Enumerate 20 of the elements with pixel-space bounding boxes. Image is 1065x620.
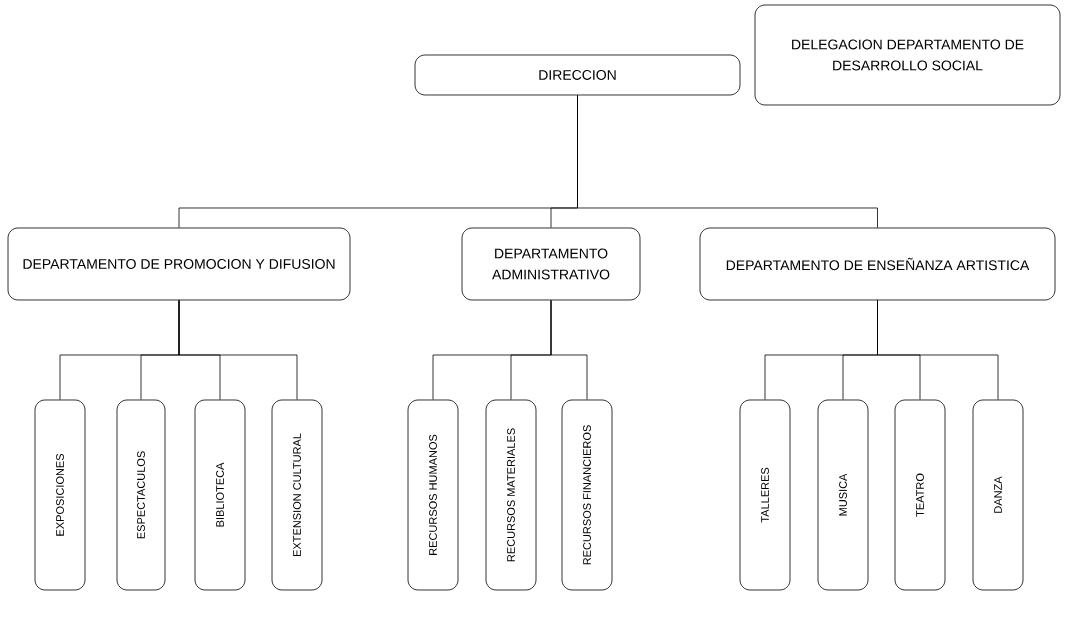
department-box: DEPARTAMENTO DE ENSEÑANZA ARTISTICA [699, 227, 1056, 301]
department-box: DEPARTAMENTO ADMINISTRATIVO [461, 227, 641, 301]
connector-line [577, 95, 878, 228]
department-unit-box: RECURSOS FINANCIEROS [561, 399, 613, 591]
department-unit-box: EXTENSION CULTURAL [271, 399, 323, 591]
department-unit-box: MUSICA [817, 399, 869, 591]
department-unit-box: TALLERES [739, 399, 791, 591]
connector-line [877, 300, 999, 400]
department-unit-box: DANZA [972, 399, 1024, 591]
department-unit-box: BIBLIOTECA [194, 399, 246, 591]
department-unit-box: EXPOSICIONES [34, 399, 86, 591]
department-unit-box: ESPECTACULOS [116, 399, 166, 591]
department-box: DEPARTAMENTO DE PROMOCION Y DIFUSION [7, 227, 351, 301]
connector-line [178, 300, 298, 400]
department-unit-box: RECURSOS MATERIALES [485, 399, 537, 591]
connector-line [550, 300, 588, 400]
department-box: DELEGACION DEPARTAMENTO DE DESARROLLO SOCIAL [754, 4, 1061, 106]
department-unit-box: RECURSOS HUMANOS [407, 399, 459, 591]
department-unit-box: TEATRO [894, 399, 946, 591]
department-box: DIRECCION [414, 54, 741, 96]
